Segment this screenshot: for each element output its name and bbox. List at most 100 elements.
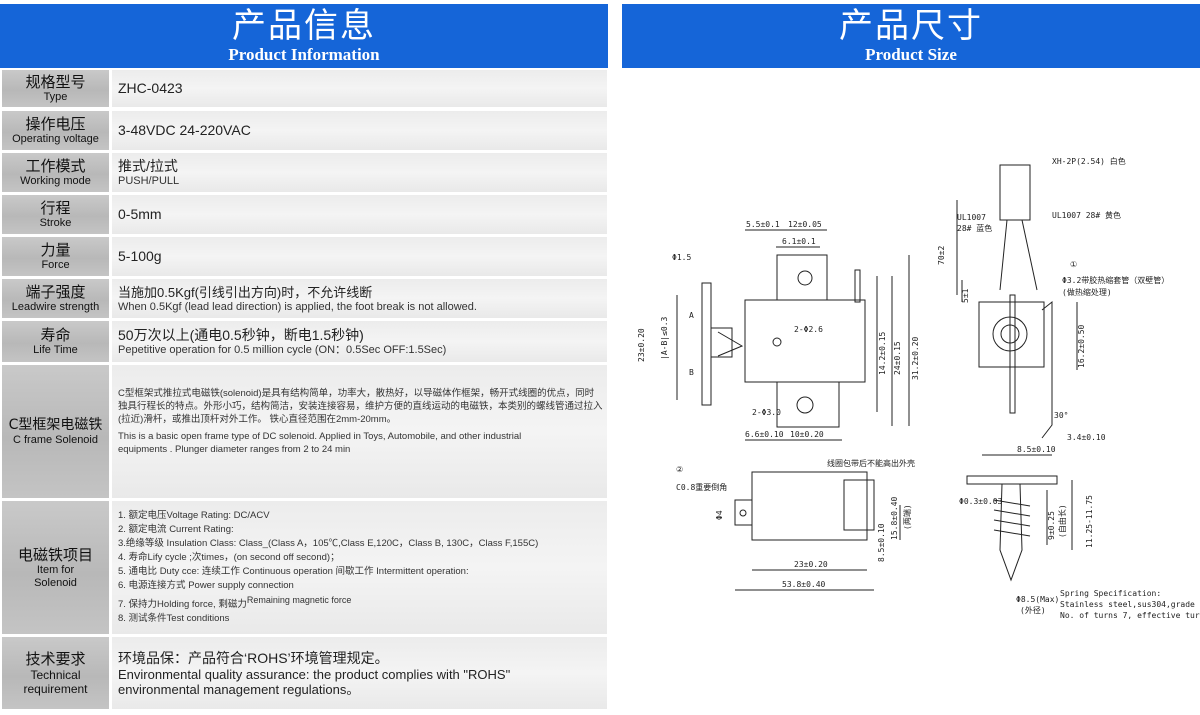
- spec-label: 寿命 Life Time: [2, 321, 109, 362]
- coil-frame: [744, 299, 866, 383]
- dim-text: 9±0.25: [1047, 511, 1056, 540]
- product-information-panel: 产品信息 Product Information 规格型号 Type ZHC-0…: [0, 4, 608, 709]
- dim-text: Φ1.5: [672, 253, 691, 262]
- spec-label: 行程 Stroke: [2, 195, 109, 234]
- value-main: 当施加0.5Kgf(引线引出方向)时，不允许线断: [118, 284, 373, 300]
- spec-label: 电磁铁项目 Item for Solenoid: [2, 501, 109, 634]
- list-item: 5. 通电比 Duty cce: 连续工作 Continuous operati…: [118, 565, 469, 577]
- label-cn: 行程: [40, 199, 71, 217]
- dim-text: 12±0.05: [788, 220, 822, 229]
- dim-text: 16.2±0.50: [1077, 324, 1086, 368]
- spec-value: 50万次以上(通电0.5秒钟，断电1.5秒钟) Pepetitive opera…: [112, 321, 607, 362]
- value-sub: PUSH/PULL: [118, 174, 180, 187]
- list-item: 2. 额定电流 Current Rating:: [118, 523, 234, 535]
- spec-row-voltage: 操作电压 Operating voltage 3-48VDC 24-220VAC: [2, 111, 607, 150]
- dim-text: 23±0.20: [794, 560, 828, 569]
- info-title-en: Product Information: [228, 45, 380, 64]
- spring-coils: [993, 499, 1031, 537]
- label-en: Life Time: [33, 344, 78, 356]
- center-hole: [772, 337, 782, 347]
- dim-text: 14.2±0.15: [878, 331, 887, 375]
- side-body: [978, 301, 1045, 368]
- spec-value: 3-48VDC 24-220VAC: [112, 111, 607, 150]
- spec-label: 工作模式 Working mode: [2, 153, 109, 192]
- side-plunger: [1009, 294, 1016, 414]
- label-en: Type: [43, 91, 68, 103]
- spec-label: 规格型号 Type: [2, 70, 109, 107]
- solenoid-desc-en: This is a basic open frame type of DC so…: [118, 431, 522, 455]
- dim-text: 10±0.20: [790, 430, 824, 439]
- spec-label: 操作电压 Operating voltage: [2, 111, 109, 150]
- terminal-top: [854, 269, 861, 303]
- spec-value: 当施加0.5Kgf(引线引出方向)时，不允许线断 When 0.5Kgf (le…: [112, 279, 607, 318]
- list-item-text: 7. 保持力Holding force, 剩磁力: [118, 599, 247, 611]
- label-en: Leadwire strength: [11, 301, 100, 313]
- dim-text: 5.5±0.1: [746, 220, 780, 229]
- plunger-tip: [711, 327, 733, 358]
- dim-text: 23±0.20: [637, 328, 646, 362]
- spring-bar: [966, 475, 1058, 485]
- spring-shape: [717, 331, 744, 357]
- dim-text: 31.2±0.20: [911, 336, 920, 380]
- list-item: 1. 额定电压Voltage Rating: DC/ACV: [118, 509, 270, 521]
- top-hole: [797, 270, 813, 286]
- spec-value: 1. 额定电压Voltage Rating: DC/ACV 2. 额定电流 Cu…: [112, 501, 607, 634]
- dim-text: 6.1±0.1: [782, 237, 816, 246]
- dim-text: 24±0.15: [893, 341, 902, 375]
- dim-text: 5±1: [961, 288, 970, 303]
- dim-text: |A-B|≤0.3: [660, 316, 669, 360]
- spec-row-life-time: 寿命 Life Time 50万次以上(通电0.5秒钟，断电1.5秒钟) Pep…: [2, 321, 607, 362]
- label-cn: 规格型号: [25, 73, 86, 91]
- bottom-plunger: [734, 499, 753, 526]
- dim-text: (做热缩处理): [1062, 287, 1112, 297]
- dim-text: 70±2: [937, 246, 946, 265]
- dim-text: (两端): [902, 504, 912, 530]
- dim-text: No. of turns 7, effective turns 5.: [1060, 611, 1200, 620]
- label-en: Working mode: [20, 175, 91, 187]
- dim-text: 8.5±0.10: [1017, 445, 1056, 454]
- spec-value: ZHC-0423: [112, 70, 607, 107]
- spec-value: 0-5mm: [112, 195, 607, 234]
- label-cn: 技术要求: [25, 650, 86, 668]
- list-item: 8. 测试条件Test conditions: [118, 613, 230, 625]
- dim-text: ①: [1070, 260, 1077, 269]
- dim-text: ②: [676, 465, 683, 474]
- dim-text: 28# 蓝色: [957, 223, 992, 233]
- spec-row-type: 规格型号 Type ZHC-0423: [2, 70, 607, 107]
- dim-text: A: [689, 311, 694, 320]
- solenoid-desc-cn: C型框架式推拉式电磁铁(solenoid)是具有结构简单，功率大，散热好，以导磁…: [118, 388, 603, 425]
- dim-text: (外径): [1020, 605, 1046, 615]
- dim-text: UL1007 28# 黄色: [1052, 210, 1121, 220]
- list-item-sup: Remaining magnetic force: [246, 594, 352, 605]
- label-cn: 电磁铁项目: [17, 545, 93, 564]
- dim-text: 6.6±0.10: [745, 430, 784, 439]
- label-cn: C型框架电磁铁: [8, 417, 103, 433]
- value-sub: When 0.5Kgf (lead lead direction) is app…: [118, 300, 477, 313]
- product-size-panel: 产品尺寸 Product Size: [622, 0, 1200, 711]
- bottom-bracket: [776, 381, 840, 428]
- dim-text: UL1007: [957, 213, 986, 222]
- dim-text: Φ3.2带胶热缩套管（双壁管）: [1062, 275, 1169, 285]
- value-main: 3-48VDC 24-220VAC: [118, 122, 251, 138]
- list-item: 4. 寿命Lify cycle ;次times，(on second off s…: [118, 551, 340, 563]
- dim-text: 11.25-11.75: [1085, 495, 1094, 548]
- spec-label: 端子强度 Leadwire strength: [2, 279, 109, 318]
- side-tab: [1041, 300, 1053, 439]
- label-cn: 操作电压: [25, 115, 86, 133]
- spec-label: 力量 Force: [2, 237, 109, 276]
- spec-label: 技术要求 Technical requirement: [2, 637, 109, 709]
- spec-row-c-frame-solenoid: C型框架电磁铁 C frame Solenoid C型框架式推拉式电磁铁(sol…: [2, 365, 607, 498]
- spec-row-working-mode: 工作模式 Working mode 推式/拉式 PUSH/PULL: [2, 153, 607, 192]
- wire-left: [999, 219, 1008, 291]
- bottom-hole: [796, 396, 814, 414]
- spec-value: 环境品保：产品符合‘ROHS’环境管理规定。 Environmental qua…: [112, 637, 607, 709]
- dim-text: 3.4±0.10: [1067, 433, 1106, 442]
- dim-text: (自由长): [1057, 504, 1067, 538]
- spring-plunger: [999, 483, 1023, 582]
- dim-text: Spring Specification:: [1060, 589, 1161, 598]
- label-en: Item for Solenoid: [34, 563, 77, 589]
- value-sub: Environmental quality assurance: the pro…: [118, 666, 511, 697]
- label-en: Force: [41, 259, 70, 271]
- spec-value: 推式/拉式 PUSH/PULL: [112, 153, 607, 192]
- plunger-bar: [701, 282, 712, 406]
